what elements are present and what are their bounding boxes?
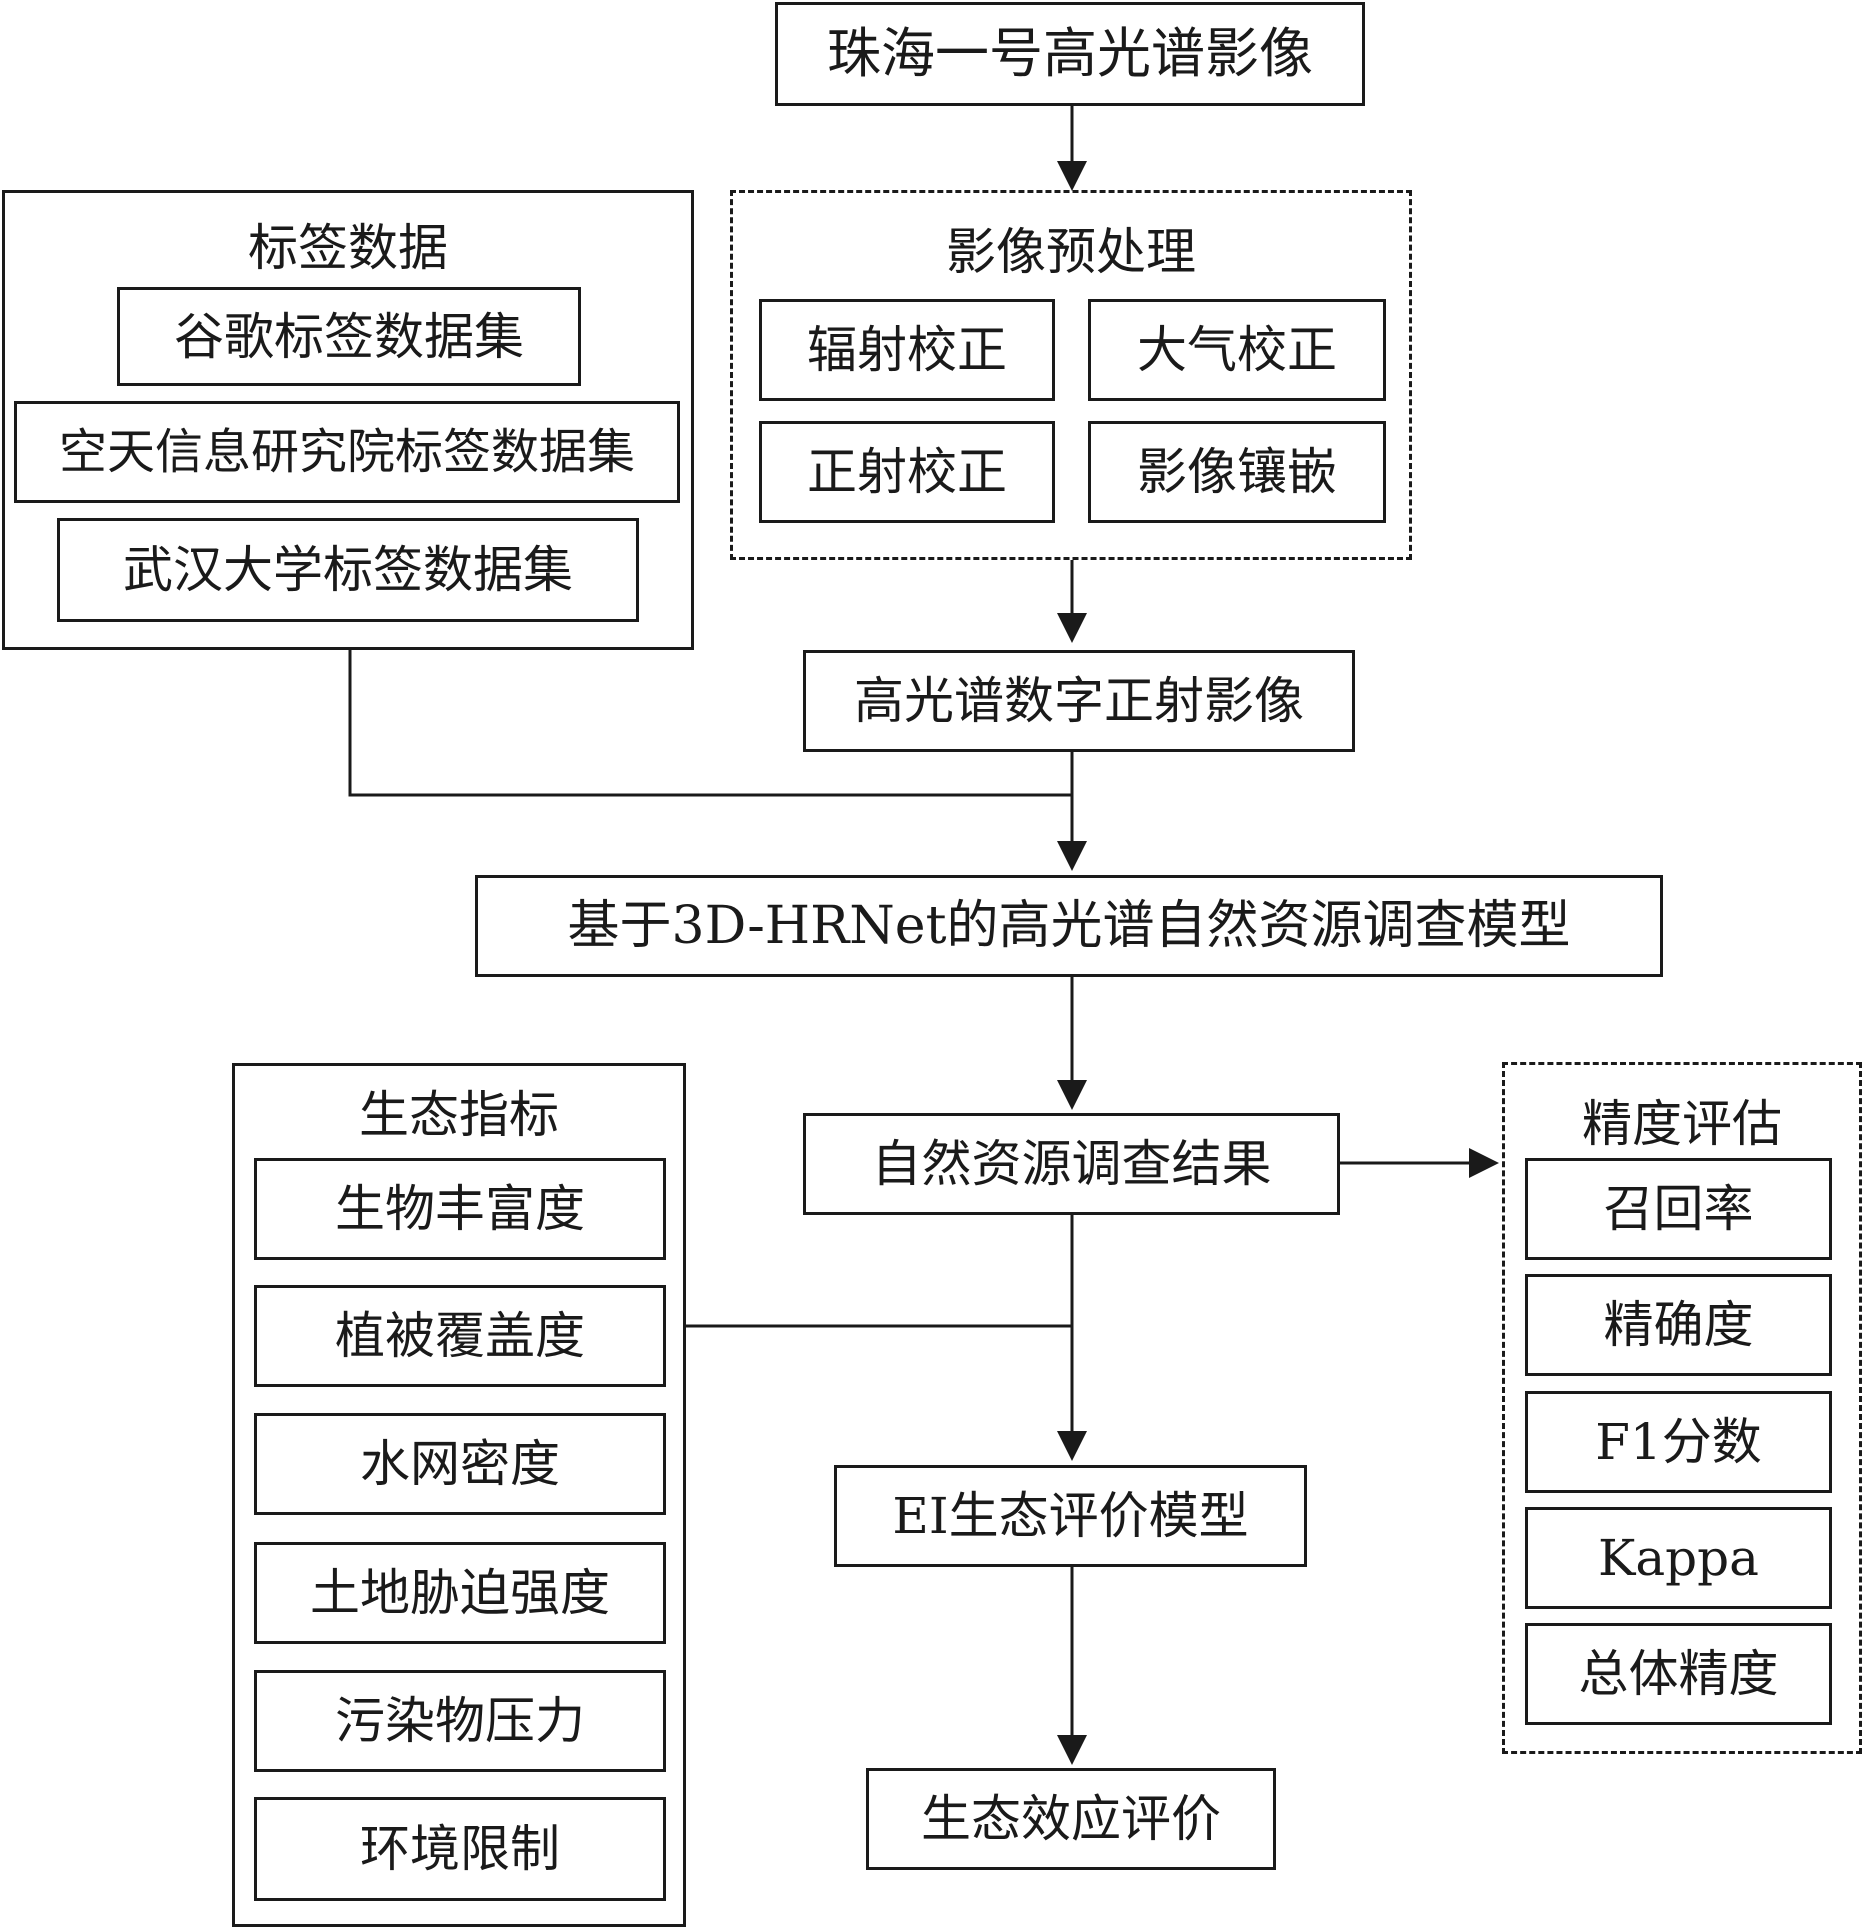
preprocessing-title: 影像预处理 — [946, 223, 1196, 281]
dom-image-box: 高光谱数字正射影像 — [803, 650, 1355, 752]
step-radiometric-correction: 辐射校正 — [759, 299, 1055, 401]
ecological-effect-evaluation-box: 生态效应评价 — [866, 1768, 1276, 1870]
survey-model-box: 基于3D-HRNet的高光谱自然资源调查模型 — [475, 875, 1663, 977]
indicator-biodiversity: 生物丰富度 — [254, 1158, 666, 1260]
dataset-aircas: 空天信息研究院标签数据集 — [14, 401, 680, 503]
ei-model-box: EI生态评价模型 — [834, 1465, 1307, 1567]
label-data-title: 标签数据 — [248, 219, 448, 277]
metric-kappa: Kappa — [1525, 1507, 1832, 1609]
metric-recall: 召回率 — [1525, 1158, 1832, 1260]
source-image-box: 珠海一号高光谱影像 — [775, 2, 1365, 106]
metric-precision: 精确度 — [1525, 1274, 1832, 1376]
survey-result-box: 自然资源调查结果 — [803, 1113, 1340, 1215]
step-image-mosaic: 影像镶嵌 — [1088, 421, 1386, 523]
indicator-vegetation-coverage: 植被覆盖度 — [254, 1285, 666, 1387]
preprocessing-panel: 影像预处理 — [730, 190, 1412, 560]
ecological-indicators-title: 生态指标 — [359, 1086, 559, 1144]
label-data-panel: 标签数据 — [2, 190, 694, 650]
dataset-whu: 武汉大学标签数据集 — [57, 518, 639, 622]
dataset-google: 谷歌标签数据集 — [117, 287, 581, 386]
indicator-water-network-density: 水网密度 — [254, 1413, 666, 1515]
metric-f1-score: F1分数 — [1525, 1391, 1832, 1493]
indicator-environmental-limits: 环境限制 — [254, 1797, 666, 1901]
accuracy-evaluation-panel: 精度评估 — [1502, 1062, 1862, 1754]
indicator-land-stress: 土地胁迫强度 — [254, 1542, 666, 1644]
ecological-indicators-panel: 生态指标 — [232, 1063, 686, 1927]
step-orthorectification: 正射校正 — [759, 421, 1055, 523]
connector-labels-to-model — [348, 650, 1072, 797]
step-atmospheric-correction: 大气校正 — [1088, 299, 1386, 401]
accuracy-evaluation-title: 精度评估 — [1582, 1095, 1782, 1153]
metric-overall-accuracy: 总体精度 — [1525, 1623, 1832, 1725]
indicator-pollution-pressure: 污染物压力 — [254, 1670, 666, 1772]
